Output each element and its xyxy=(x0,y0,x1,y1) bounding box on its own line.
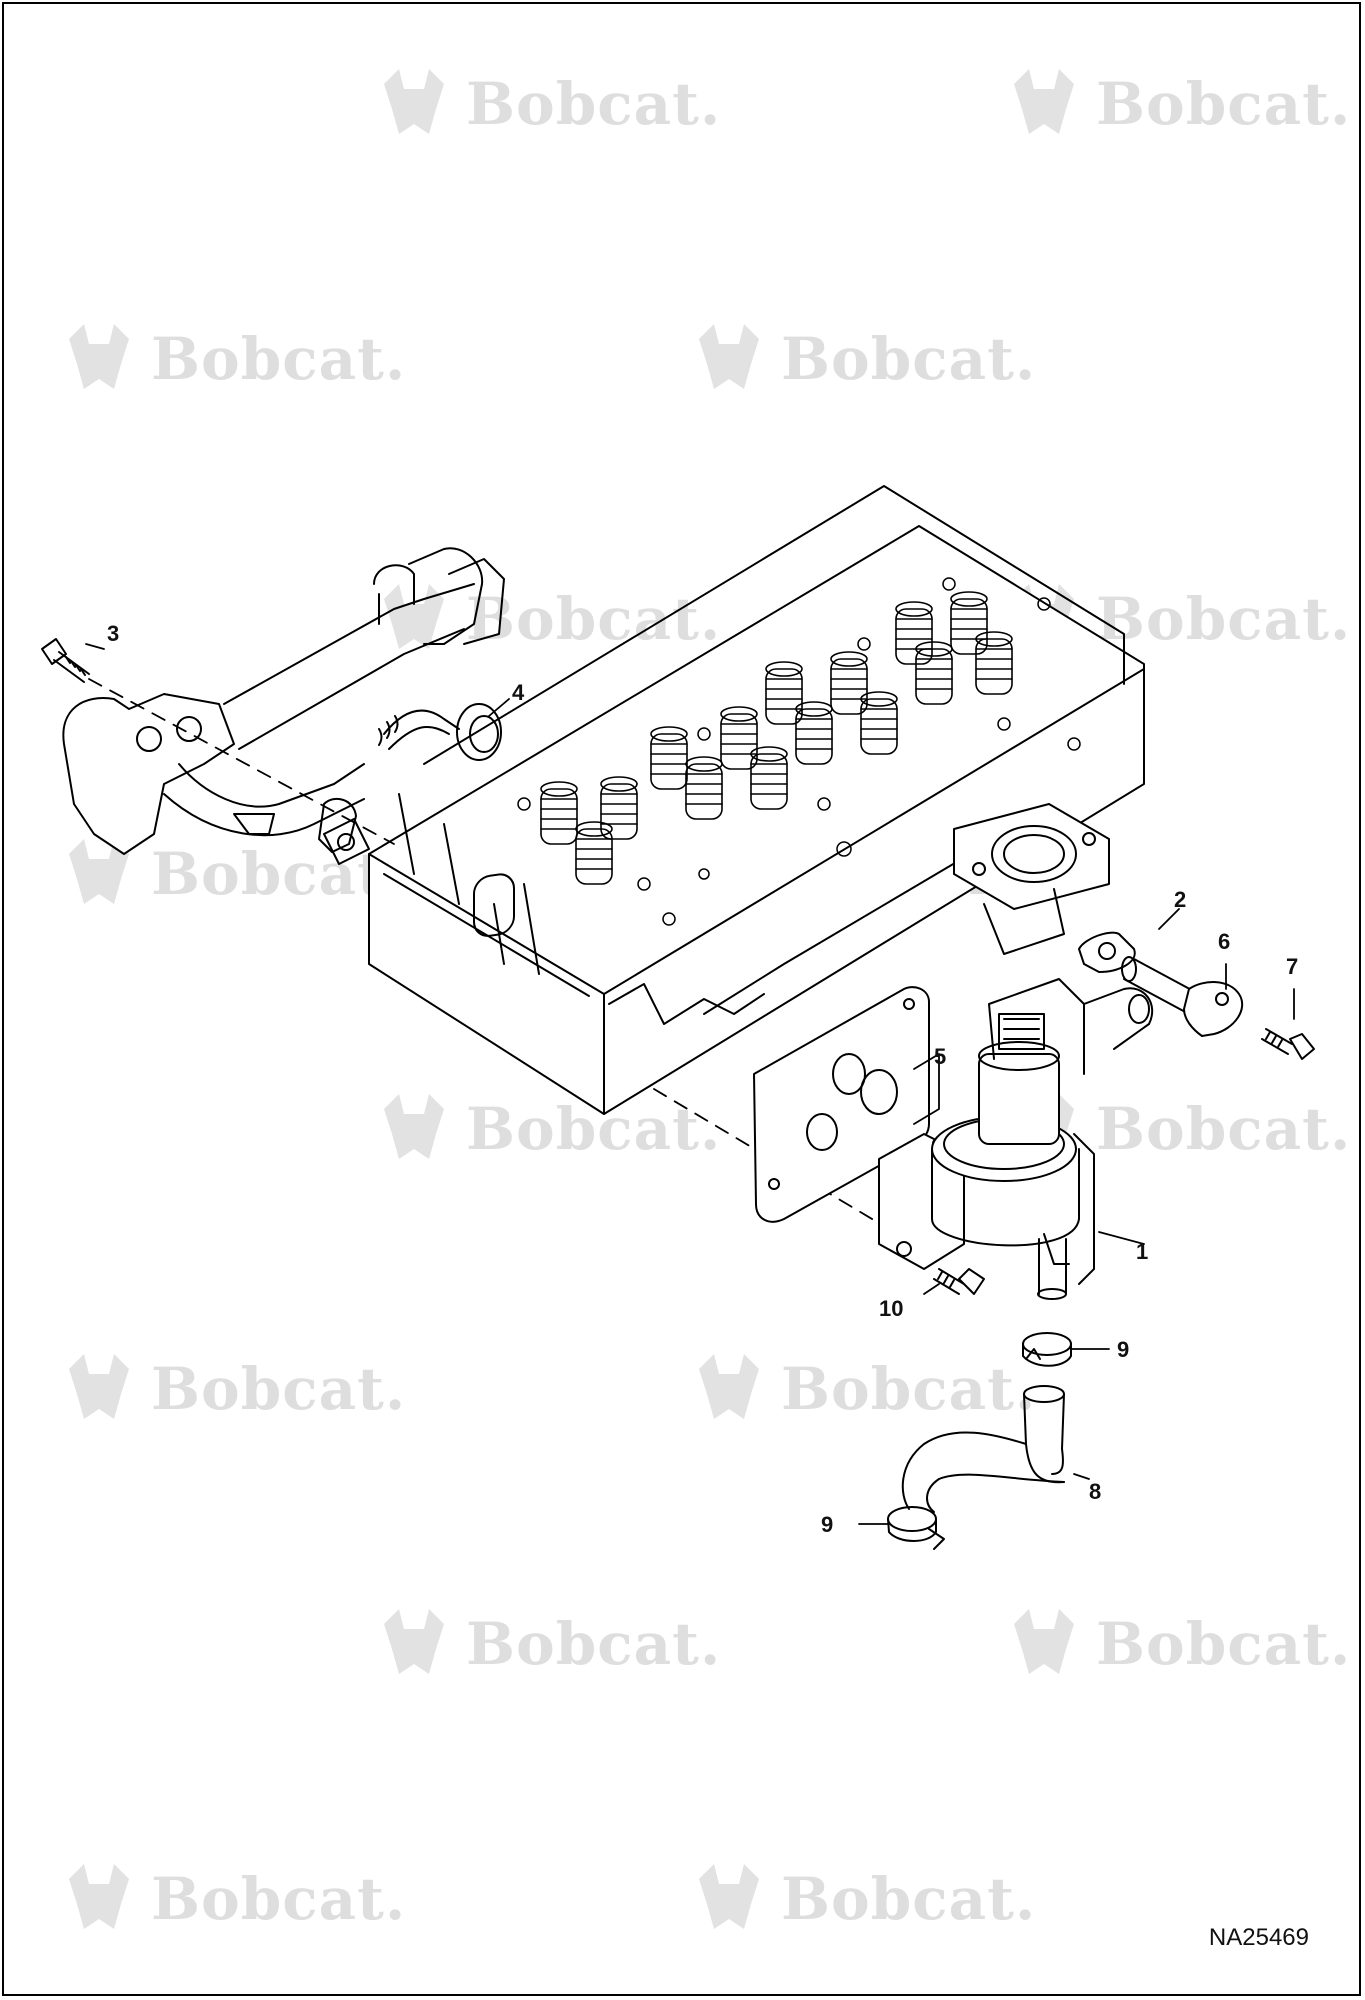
drawing-number: NA25469 xyxy=(1208,1924,1309,1951)
watermark: Bobcat. xyxy=(374,579,721,659)
watermark: Bobcat. xyxy=(59,1349,406,1429)
bobcat-logo-icon xyxy=(69,1864,129,1929)
callout-1: 1 xyxy=(1136,1239,1149,1264)
part-3-bolt xyxy=(41,638,90,683)
watermark: Bobcat. xyxy=(689,319,1036,399)
callout-5: 5 xyxy=(934,1044,947,1069)
watermark: Bobcat. xyxy=(59,319,406,399)
part-2-small-gasket xyxy=(1078,931,1136,973)
head-port-flange xyxy=(953,803,1110,955)
bobcat-logo-icon xyxy=(69,839,129,904)
bobcat-logo-icon xyxy=(384,584,444,649)
callout-10: 10 xyxy=(879,1296,904,1321)
bobcat-logo-icon xyxy=(1014,69,1074,134)
bobcat-logo-icon xyxy=(69,1354,129,1419)
callout-8: 8 xyxy=(1089,1479,1102,1504)
watermark: Bobcat. xyxy=(59,834,406,914)
bobcat-logo-icon xyxy=(699,324,759,389)
cylinder-head xyxy=(368,485,1145,1115)
bobcat-logo-icon xyxy=(699,1354,759,1419)
watermark: Bobcat. xyxy=(374,1604,721,1684)
bobcat-logo-icon xyxy=(384,1094,444,1159)
part-8-hose xyxy=(901,1385,1065,1513)
part-7-bolt xyxy=(1261,1028,1315,1060)
head-bolt-holes xyxy=(517,577,1081,926)
part-10-bolt xyxy=(933,1268,985,1295)
callout-2: 2 xyxy=(1174,887,1187,912)
watermark: Bobcat. xyxy=(59,1859,406,1939)
callout-9-upper: 9 xyxy=(1117,1337,1130,1362)
bobcat-logo-icon xyxy=(1014,1609,1074,1674)
callout-4: 4 xyxy=(512,680,525,705)
bobcat-logo-icon xyxy=(384,1609,444,1674)
watermark: Bobcat. xyxy=(1004,1604,1351,1684)
watermark: Bobcat. xyxy=(689,1859,1036,1939)
part-1-egr-valve xyxy=(878,978,1154,1300)
pipe-gasket xyxy=(323,818,370,865)
exploded-parts-drawing xyxy=(41,485,1315,1550)
valve-springs xyxy=(540,591,1013,885)
callout-6: 6 xyxy=(1218,929,1231,954)
part-4-hose-grommet xyxy=(378,703,502,761)
callout-leaders xyxy=(85,643,1295,1525)
part-6-tube-flange xyxy=(1121,956,1244,1037)
part-9-clamp-upper xyxy=(1022,1332,1072,1367)
callout-7: 7 xyxy=(1286,954,1299,979)
part-9-clamp-lower xyxy=(887,1506,945,1550)
bobcat-logo-icon xyxy=(384,69,444,134)
watermark: Bobcat. xyxy=(374,64,721,144)
egr-cooler-pipe xyxy=(62,547,505,855)
bobcat-logo-icon xyxy=(699,1864,759,1929)
watermark: Bobcat. xyxy=(1004,64,1351,144)
callout-3: 3 xyxy=(107,621,120,646)
callout-9-lower: 9 xyxy=(821,1512,834,1537)
watermark: Bobcat. xyxy=(689,1349,1036,1429)
bobcat-logo-icon xyxy=(69,324,129,389)
